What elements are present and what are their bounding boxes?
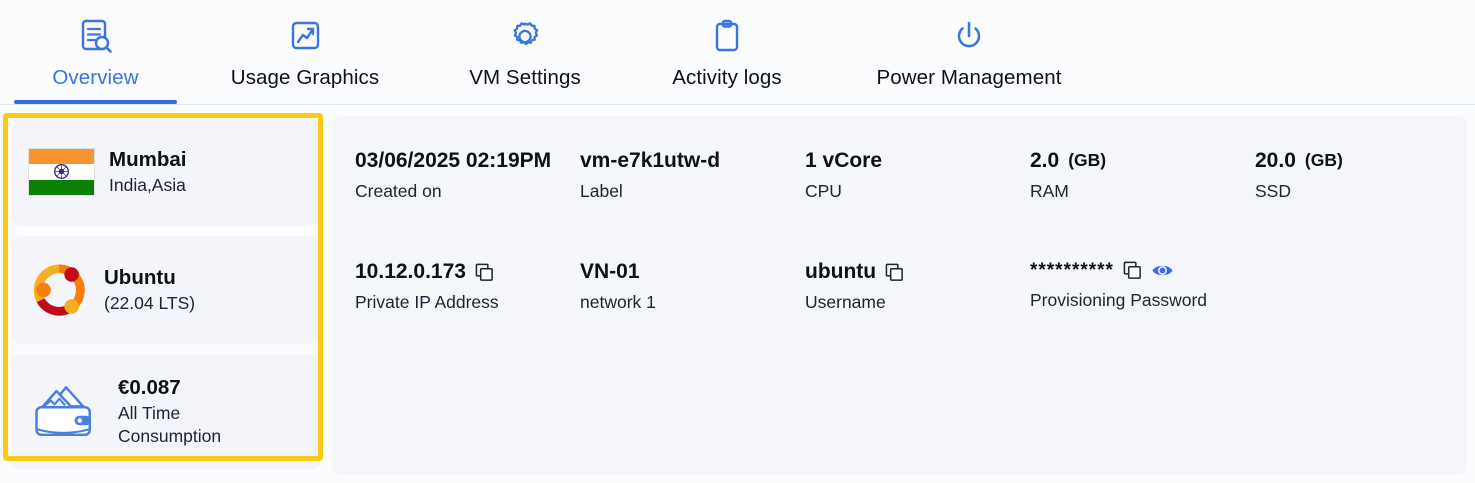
location-text: Mumbai India,Asia — [109, 147, 186, 197]
tab-label: Usage Graphics — [230, 66, 380, 89]
field-ssd: 20.0 (GB) SSD — [1255, 148, 1457, 203]
tab-vm-settings[interactable]: VM Settings — [432, 0, 618, 104]
network-label: network 1 — [580, 292, 656, 313]
copy-icon[interactable] — [1123, 261, 1142, 280]
field-provisioning-password: ********** P — [1030, 259, 1255, 314]
field-username: ubuntu Username — [805, 259, 1030, 314]
cpu-value: 1 vCore — [805, 149, 883, 172]
ssd-value: 20.0 — [1255, 149, 1296, 172]
private-ip-value: 10.12.0.173 — [355, 260, 466, 283]
info-sidebar: Mumbai India,Asia — [0, 106, 330, 483]
tab-label: VM Settings — [469, 66, 581, 89]
os-name: Ubuntu — [104, 265, 176, 289]
created-on-label: Created on — [355, 181, 442, 202]
password-label: Provisioning Password — [1030, 289, 1208, 310]
eye-icon[interactable] — [1151, 259, 1174, 282]
active-tab-underline — [14, 100, 177, 104]
created-on-value: 03/06/2025 02:19PM — [355, 149, 552, 172]
tab-bar: Overview Usage Graphics — [0, 0, 1475, 105]
ssd-value-row: 20.0 (GB) — [1255, 148, 1457, 174]
password-masked-value: ********** — [1030, 260, 1114, 281]
vm-label-label: Label — [580, 181, 623, 202]
tab-label: Power Management — [876, 66, 1062, 89]
field-ram: 2.0 (GB) RAM — [1030, 148, 1255, 203]
wallet-card[interactable]: €0.087 All Time Consumption — [12, 354, 320, 470]
password-value-row: ********** — [1030, 259, 1255, 283]
os-card[interactable]: Ubuntu (22.04 LTS) — [12, 236, 320, 344]
clipboard-icon — [711, 14, 743, 60]
wallet-amount: €0.087 — [118, 376, 181, 400]
wallet-icon — [28, 381, 104, 443]
vm-label-value: vm-e7k1utw-d — [580, 149, 721, 172]
tab-label: Overview — [52, 66, 139, 89]
username-value-row: ubuntu — [805, 259, 1030, 285]
vm-details-grid: 03/06/2025 02:19PM Created on vm-e7k1utw… — [355, 148, 1457, 314]
ssd-unit: (GB) — [1304, 150, 1343, 171]
private-ip-value-row: 10.12.0.173 — [355, 259, 580, 285]
username-value: ubuntu — [805, 260, 877, 283]
username-label: Username — [805, 292, 886, 313]
cpu-label: CPU — [805, 181, 842, 202]
os-version: (22.04 LTS) — [104, 292, 196, 313]
ram-value-row: 2.0 (GB) — [1030, 148, 1255, 174]
ram-unit: (GB) — [1068, 150, 1107, 171]
field-cpu: 1 vCore CPU — [805, 148, 1030, 203]
field-vm-label: vm-e7k1utw-d Label — [580, 148, 805, 203]
wallet-text: €0.087 All Time Consumption — [118, 375, 221, 449]
field-network: VN-01 network 1 — [580, 259, 805, 314]
private-ip-label: Private IP Address — [355, 292, 499, 313]
ram-label: RAM — [1030, 181, 1069, 202]
gear-icon — [507, 14, 543, 60]
document-search-icon — [79, 14, 113, 60]
tab-power-management[interactable]: Power Management — [838, 0, 1100, 104]
network-value: VN-01 — [580, 260, 640, 283]
wallet-line2: Consumption — [118, 426, 222, 447]
location-card[interactable]: Mumbai India,Asia — [12, 118, 320, 226]
field-created-on: 03/06/2025 02:19PM Created on — [355, 148, 580, 203]
wallet-line1: All Time — [118, 402, 181, 423]
ubuntu-logo-icon — [28, 259, 90, 321]
tab-label: Activity logs — [672, 66, 782, 89]
field-private-ip: 10.12.0.173 Private IP Address — [355, 259, 580, 314]
copy-icon[interactable] — [885, 263, 904, 282]
os-text: Ubuntu (22.04 LTS) — [104, 265, 195, 315]
location-city: Mumbai — [109, 147, 187, 171]
vm-details-panel: 03/06/2025 02:19PM Created on vm-e7k1utw… — [332, 116, 1467, 475]
tab-activity-logs[interactable]: Activity logs — [640, 0, 814, 104]
copy-icon[interactable] — [475, 263, 494, 282]
ram-value: 2.0 — [1030, 149, 1060, 172]
tab-overview[interactable]: Overview — [7, 0, 184, 104]
tab-usage-graphics[interactable]: Usage Graphics — [200, 0, 410, 104]
location-region: India,Asia — [109, 174, 186, 195]
chart-trend-icon — [288, 14, 322, 60]
power-icon — [952, 14, 986, 60]
ssd-label: SSD — [1255, 181, 1291, 202]
india-flag-icon — [28, 148, 95, 196]
